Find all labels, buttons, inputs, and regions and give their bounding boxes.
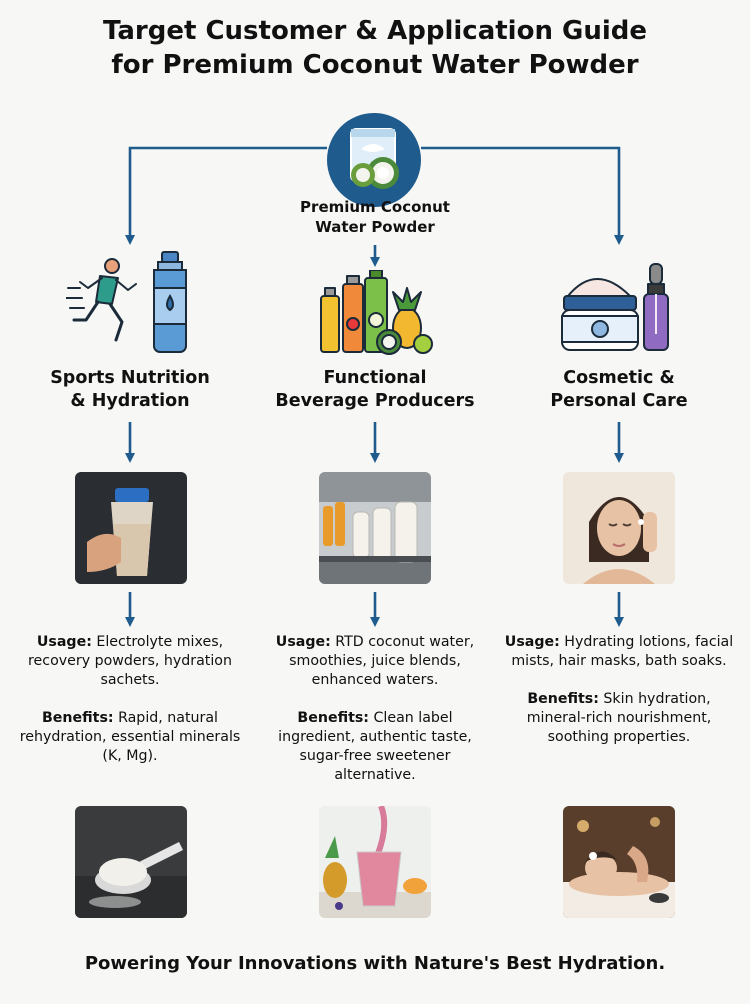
powder-scoop-photo: [75, 806, 187, 918]
usage-cosmetic: Usage: Hydrating lotions, facial mists, …: [504, 633, 734, 671]
arrow-hub-to-cosmetic: [421, 146, 624, 245]
benefits-label: Benefits:: [41, 710, 114, 726]
column-title-beverage-line-2: Beverage Producers: [275, 391, 475, 411]
column-title-sports-line-1: Sports Nutrition: [50, 368, 210, 388]
column-title-sports: Sports Nutrition & Hydration: [10, 367, 250, 413]
benefits-label: Benefits:: [527, 691, 599, 707]
benefits-cosmetic: Benefits: Skin hydration, mineral-rich n…: [504, 690, 734, 747]
column-title-cosmetic-line-2: Personal Care: [550, 391, 688, 411]
usage-label: Usage:: [275, 634, 331, 650]
juice-bottles-fruit-icon: [320, 270, 433, 355]
hub-node: [327, 113, 421, 207]
usage-sports: Usage: Electrolyte mixes, recovery powde…: [15, 633, 245, 690]
spa-massage-photo: [563, 806, 675, 918]
benefits-text: Clean label ingredient, authentic taste,…: [278, 710, 472, 783]
footer-tagline: Powering Your Innovations with Nature's …: [84, 953, 666, 974]
usage-text: RTD coconut water, smoothies, juice blen…: [289, 634, 475, 688]
arrow-hub-to-sports: [125, 146, 327, 245]
cream-jar-dropper-icon: [561, 263, 669, 351]
column-title-cosmetic: Cosmetic & Personal Care: [499, 367, 739, 413]
benefits-label: Benefits:: [297, 710, 369, 726]
page-title: Target Customer & Application Guide for …: [0, 14, 750, 82]
column-title-beverage-line-1: Functional: [323, 368, 427, 388]
column-title-beverage: Functional Beverage Producers: [255, 367, 495, 413]
benefits-text: Rapid, natural rehydration, essential mi…: [19, 710, 241, 764]
woman-applying-cream-photo: [563, 472, 675, 584]
coconut-powder-pouch-icon: [350, 128, 399, 189]
usage-text: Hydrating lotions, facial mists, hair ma…: [511, 634, 734, 669]
benefits-sports: Benefits: Rapid, natural rehydration, es…: [15, 709, 245, 766]
hub-label-line-2: Water Powder: [315, 218, 435, 236]
column-desc-sports: Usage: Electrolyte mixes, recovery powde…: [15, 633, 245, 766]
column-title-cosmetic-line-1: Cosmetic &: [563, 368, 675, 388]
column-desc-cosmetic: Usage: Hydrating lotions, facial mists, …: [504, 633, 734, 747]
hub-label: Premium Coconut Water Powder: [265, 197, 485, 237]
smoothie-pour-photo: [319, 806, 431, 918]
hub-label-line-1: Premium Coconut: [300, 198, 450, 216]
column-title-sports-line-2: & Hydration: [70, 391, 190, 411]
title-line-2: for Premium Coconut Water Powder: [111, 50, 639, 80]
usage-text: Electrolyte mixes, recovery powders, hyd…: [28, 634, 232, 688]
shaker-bottle-photo: [75, 472, 187, 584]
column-desc-beverage: Usage: RTD coconut water, smoothies, jui…: [260, 633, 490, 785]
usage-beverage: Usage: RTD coconut water, smoothies, jui…: [260, 633, 490, 690]
usage-label: Usage:: [504, 634, 560, 650]
title-line-1: Target Customer & Application Guide: [102, 16, 648, 46]
benefits-text: Skin hydration, mineral-rich nourishment…: [526, 691, 712, 745]
bottling-line-photo: [319, 472, 431, 584]
benefits-beverage: Benefits: Clean label ingredient, authen…: [260, 709, 490, 785]
runner-bottle-icon: [66, 251, 187, 353]
usage-label: Usage:: [36, 634, 92, 650]
